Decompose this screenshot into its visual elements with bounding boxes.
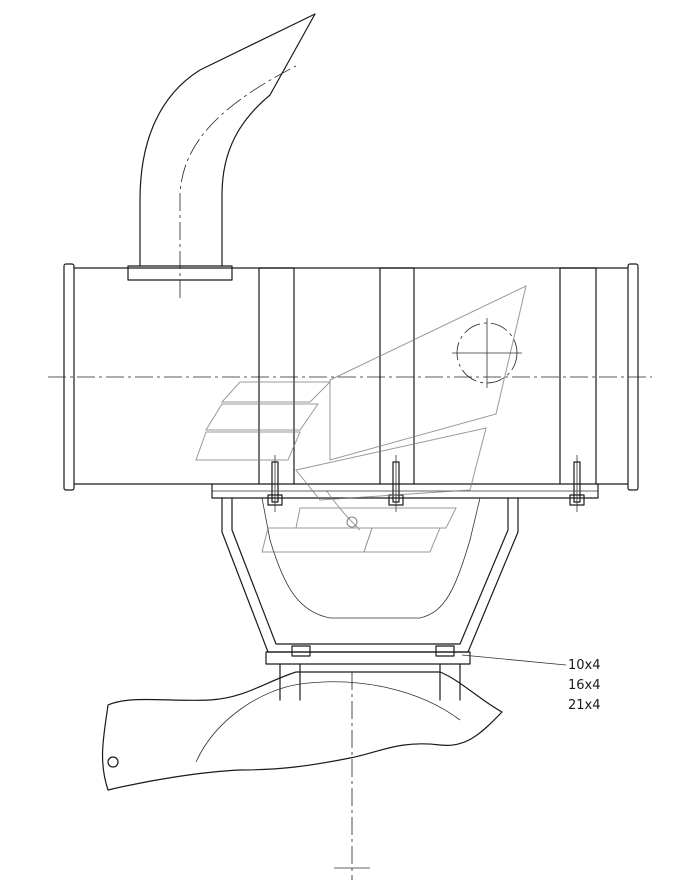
support-bracket — [221, 497, 519, 653]
reference-circle — [452, 318, 522, 388]
strap-bolts — [267, 455, 585, 512]
watermark-logo — [195, 285, 527, 553]
fender — [101, 671, 503, 791]
callout-leader — [461, 654, 567, 666]
mounting-plate — [211, 483, 599, 499]
callout-line-3: 21x4 — [568, 698, 601, 713]
callout-line-2: 16x4 — [568, 678, 601, 693]
muffler-body — [48, 263, 652, 491]
mounting-straps — [258, 267, 597, 485]
lower-clamp — [265, 645, 471, 701]
exhaust-pipe — [127, 13, 316, 298]
callout-line-1: 10x4 — [568, 658, 601, 673]
